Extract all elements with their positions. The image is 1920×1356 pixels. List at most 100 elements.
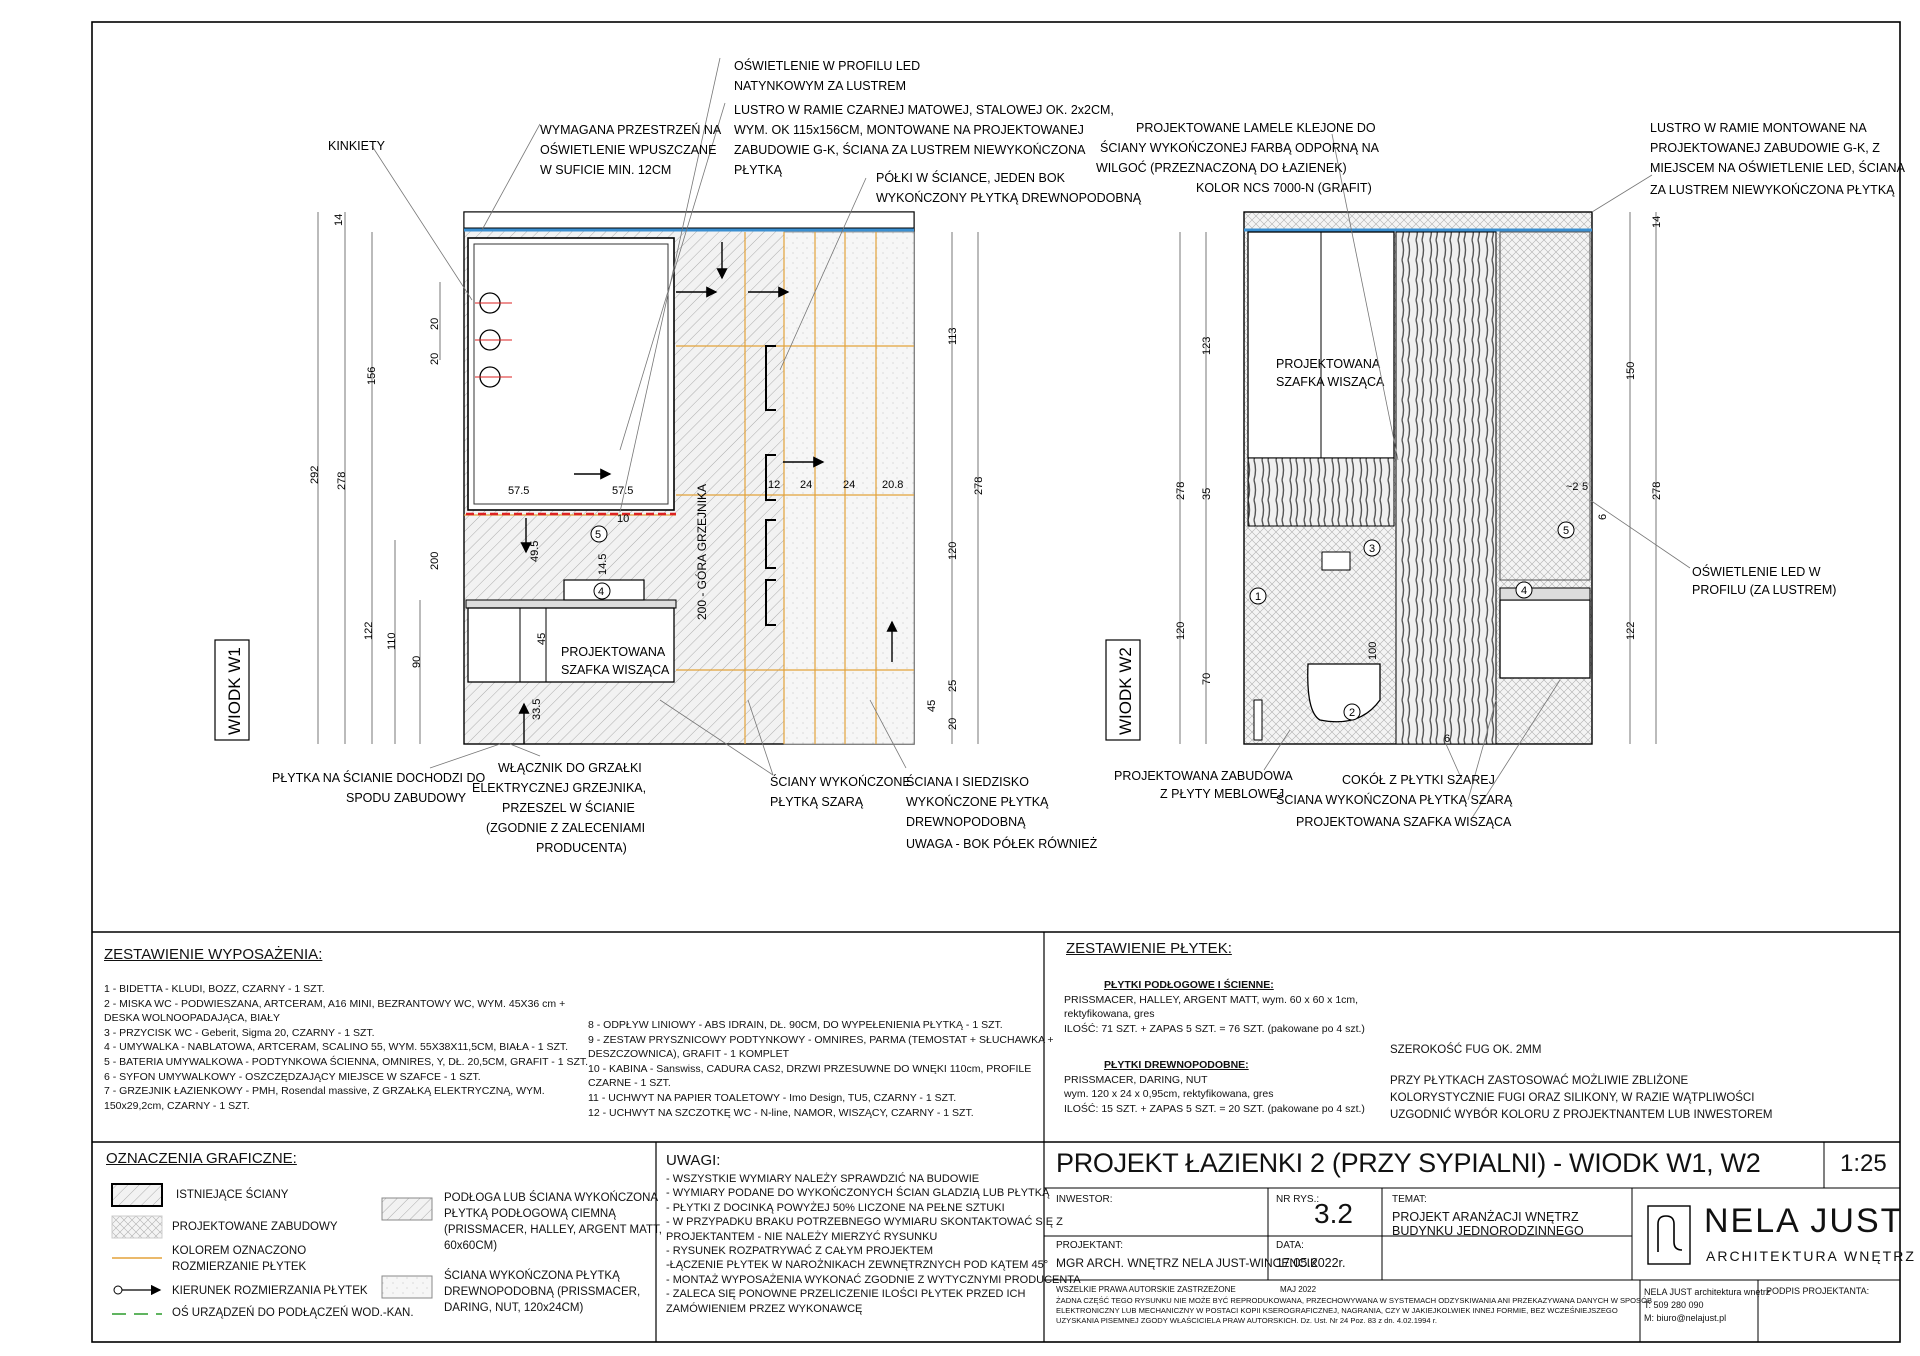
- equipment-item: DESZCZOWNICA), GRAFIT - 1 KOMPLET: [588, 1048, 790, 1061]
- w1-dim-inner-2: 10: [617, 513, 629, 525]
- w1-wlacznik-1: WŁĄCZNIK DO GRZAŁKI: [498, 761, 642, 775]
- equipment-list-1: 1 - BIDETTA - KLUDI, BOZZ, CZARNY - 1 SZ…: [104, 982, 588, 1113]
- w1-dim-right-4: 20: [947, 718, 959, 730]
- w1-dim-left-7: 122: [363, 622, 375, 640]
- w2-marker-5: [1557, 521, 1575, 539]
- data: 17.05.2022r.: [1276, 1256, 1346, 1270]
- w2-cabinet-label-2: SZAFKA WISZĄCA: [1276, 375, 1385, 389]
- tiles-floor-line: ILOŚĆ: 71 SZT. + ZAPAS 5 SZT. = 76 SZT. …: [1064, 1022, 1365, 1035]
- w1-dim-inner-4: 14.5: [597, 554, 609, 575]
- remark-line: - WSZYSTKIE WYMIARY NALEŻY SPRAWDZIĆ NA …: [666, 1173, 980, 1185]
- w2-szafka3: PROJEKTOWANA SZAFKA WISZĄCA: [1296, 815, 1512, 829]
- w1-lustro-3: ZABUDOWIE G-K, ŚCIANA ZA LUSTREM NIEWYKO…: [734, 142, 1086, 157]
- temat-1: PROJEKT ARANŻACJI WNĘTRZ: [1392, 1210, 1579, 1224]
- tiles-wood: PŁYTKI DREWNOPODOBNE: PRISSMACER, DARING…: [1064, 1058, 1365, 1116]
- view-w1: 200 - GÓRA GRZEJNIKA PROJEKTOWANA SZAFKA…: [214, 57, 985, 776]
- w2-dim-left-2: 35: [1201, 488, 1213, 500]
- w1-led-1: OŚWIETLENIE W PROFILU LED: [734, 58, 920, 73]
- w2-lamele-4: KOLOR NCS 7000-N (GRAFIT): [1196, 181, 1372, 195]
- contact-name: NELA JUST architektura wnętrz: [1644, 1287, 1771, 1297]
- w2-dim-inner-1: ~2: [1566, 481, 1579, 493]
- w2-marker-4-label: 4: [1521, 585, 1527, 597]
- w2-dim-right-1: 150: [1625, 362, 1637, 380]
- equipment-item: 11 - UCHWYT NA PAPIER TOALETOWY - Imo De…: [588, 1091, 957, 1104]
- contact-info: NELA JUST architektura wnętrz T: 509 280…: [1644, 1286, 1770, 1325]
- w2-view-label: WIODK W2: [1116, 647, 1135, 735]
- remark-line: - MONTAŻ WYPOSAŻENIA WYKONAĆ ZGODNIE Z W…: [666, 1273, 1081, 1286]
- w1-dim-inner-0: 57.5: [508, 485, 529, 497]
- w2-marker-1-label: 1: [1255, 591, 1261, 603]
- legend-dark-tile-line: (PRISSMACER, HALLEY, ARGENT MATT,: [444, 1224, 662, 1236]
- w1-kinkiety: KINKIETY: [328, 139, 386, 153]
- w1-lustro-4: PŁYTKĄ: [734, 163, 783, 177]
- w1-siedzisko-3: DREWNOPODOBNĄ: [906, 815, 1026, 829]
- w2-dim-inner-2: 5: [1582, 481, 1588, 493]
- w1-dim-left-3: 278: [336, 472, 348, 490]
- tiles-wood-line: wym. 120 x 24 x 0,95cm, rektyfikowana, g…: [1064, 1088, 1274, 1101]
- equipment-item: 7 - GRZEJNIK ŁAZIENKOWY - PMH, Rosendal …: [104, 1085, 545, 1098]
- legend-swatch-built-in: [111, 1215, 163, 1239]
- remark-line: - PŁYTKI Z DOCINKĄ POWYŻEJ 50% LICZONE N…: [666, 1201, 1005, 1214]
- inwestor-label: INWESTOR:: [1056, 1194, 1113, 1205]
- legend-tile-color-2: ROZMIERZANIE PŁYTEK: [172, 1261, 307, 1273]
- w2-cokol: COKÓŁ Z PŁYTKI SZAREJ: [1342, 772, 1495, 787]
- w2-sciana: ŚCIANA WYKOŃCZONA PŁYTKĄ SZARĄ: [1276, 792, 1513, 807]
- view-w2: 1 2 3 4 5 PROJEKTOWANA SZAFKA WISZĄCA 12…: [1105, 133, 1691, 819]
- w1-siedzisko-1: ŚCIANA I SIEDZISKO: [906, 774, 1029, 789]
- legend-existing: ISTNIEJĄCE ŚCIANY: [176, 1189, 289, 1201]
- w1-lustro-2: WYM. OK 115x156CM, MONTOWANE NA PROJEKTO…: [734, 123, 1084, 137]
- nr-label: NR RYS.:: [1276, 1194, 1320, 1205]
- project-title: PROJEKT ŁAZIENKI 2 (PRZY SYPIALNI) - WIO…: [1056, 1148, 1761, 1178]
- w2-dim-right-3: 122: [1625, 622, 1637, 640]
- copyright-date: MAJ 2022: [1280, 1285, 1317, 1294]
- w1-przestrzen-2: OŚWIETLENIE WPUSZCZANE: [540, 142, 716, 157]
- w2-cabinet-right: [1499, 599, 1591, 679]
- w1-dim-left-8: 110: [386, 632, 398, 650]
- projektant: MGR ARCH. WNĘTRZ NELA JUST-WINCENCIK: [1056, 1256, 1319, 1270]
- equipment-item: CZARNE - 1 SZT.: [588, 1077, 671, 1090]
- brand-subtitle: ARCHITEKTURA WNĘTRZ: [1706, 1248, 1916, 1264]
- w1-wlacznik-2: ELEKTRYCZNEJ GRZEJNIKA,: [472, 781, 646, 795]
- legend-swatch-wood-tile: [381, 1275, 433, 1299]
- equipment-title: ZESTAWIENIE WYPOSAŻENIA:: [104, 946, 323, 963]
- data-label: DATA:: [1276, 1240, 1304, 1251]
- tiles-floor-line: PRISSMACER, HALLEY, ARGENT MATT, wym. 60…: [1064, 993, 1359, 1006]
- w1-dim-inner-3: 49.5: [529, 541, 541, 562]
- tiles-floor-title: PŁYTKI PODŁOGOWE I ŚCIENNE:: [1104, 979, 1274, 991]
- w1-led-2: NATYNKOWYM ZA LUSTREM: [734, 79, 906, 93]
- copyright-head: WSZELKIE PRAWA AUTORSKIE ZASTRZEŻONE: [1056, 1285, 1236, 1294]
- legend-built-in: PROJEKTOWANE ZABUDOWY: [172, 1221, 338, 1233]
- tiles-title: ZESTAWIENIE PŁYTEK:: [1066, 940, 1232, 957]
- copyright-text: ŻADNA CZĘŚĆ TEGO RYSUNKU NIE MOŻE BYĆ RE…: [1056, 1296, 1652, 1326]
- remark-line: PROJEKTANTEM - NIE NALEŻY MIERZYĆ RYSUNK…: [666, 1230, 938, 1243]
- w2-lustro-2: PROJEKTOWANEJ ZABUDOWIE G-K, Z: [1650, 141, 1880, 155]
- w1-przestrzen-1: WYMAGANA PRZESTRZEŃ NA: [540, 122, 722, 137]
- w2-lustro-1: LUSTRO W RAMIE MONTOWANE NA: [1650, 121, 1867, 135]
- equipment-item: 150x29,2cm, CZARNY - 1 SZT.: [104, 1099, 250, 1112]
- copyright-line: UZYSKANIA PISEMNEJ ZGODY WŁAŚCICIELA PRA…: [1056, 1316, 1437, 1325]
- temat-2: BUDYNKU JEDNORODZINNEGO: [1392, 1224, 1584, 1238]
- contact-phone: T: 509 280 090: [1644, 1300, 1704, 1310]
- brand-logo-icon: [1647, 1205, 1691, 1265]
- equipment-item: 1 - BIDETTA - KLUDI, BOZZ, CZARNY - 1 SZ…: [104, 983, 325, 995]
- tiles-floor-line: rektyfikowana, gres: [1064, 1008, 1155, 1021]
- equipment-item: 3 - PRZYCISK WC - Geberit, Sigma 20, CZA…: [104, 1026, 375, 1039]
- w1-dim-left-4: 20: [429, 318, 441, 330]
- remark-line: - W PRZYPADKU BRAKU POTRZEBNEGO WYMIARU …: [666, 1216, 1063, 1229]
- w1-dim-left-5: 20: [429, 353, 441, 365]
- equipment-item: 4 - UMYWALKA - NABLATOWA, ARTCERAM, SCAL…: [104, 1041, 569, 1054]
- w2-led-2: PROFILU (ZA LUSTREM): [1692, 583, 1836, 597]
- tiles-fuga-width: SZEROKOŚĆ FUG OK. 2MM: [1390, 1044, 1542, 1056]
- w1-polki-2: WYKOŃCZONY PŁYTKĄ DREWNOPODOBNĄ: [876, 190, 1142, 205]
- remarks-title: UWAGI:: [666, 1152, 721, 1169]
- w1-dim-right-0: 113: [947, 327, 959, 345]
- equipment-item: 12 - UCHWYT NA SZCZOTKĘ WC - N-line, NAM…: [588, 1106, 974, 1119]
- w2-dim-left-3: 120: [1175, 622, 1187, 640]
- w1-plytka-2: SPODU ZABUDOWY: [346, 791, 467, 805]
- legend-swatch-arrow: [113, 1284, 162, 1296]
- legend-title: OZNACZENIA GRAFICZNE:: [106, 1150, 297, 1167]
- legend-wood-tile: ŚCIANA WYKOŃCZONA PŁYTKĄ DREWNOPODOBNĄ (…: [444, 1268, 640, 1316]
- w1-radiator-label: 200 - GÓRA GRZEJNIKA: [694, 484, 709, 620]
- legend-tile-color-1: KOLOREM OZNACZONO: [172, 1245, 307, 1257]
- remark-line: - ZALECA SIĘ PONOWNE PRZELICZENIE ILOŚCI…: [666, 1288, 1026, 1301]
